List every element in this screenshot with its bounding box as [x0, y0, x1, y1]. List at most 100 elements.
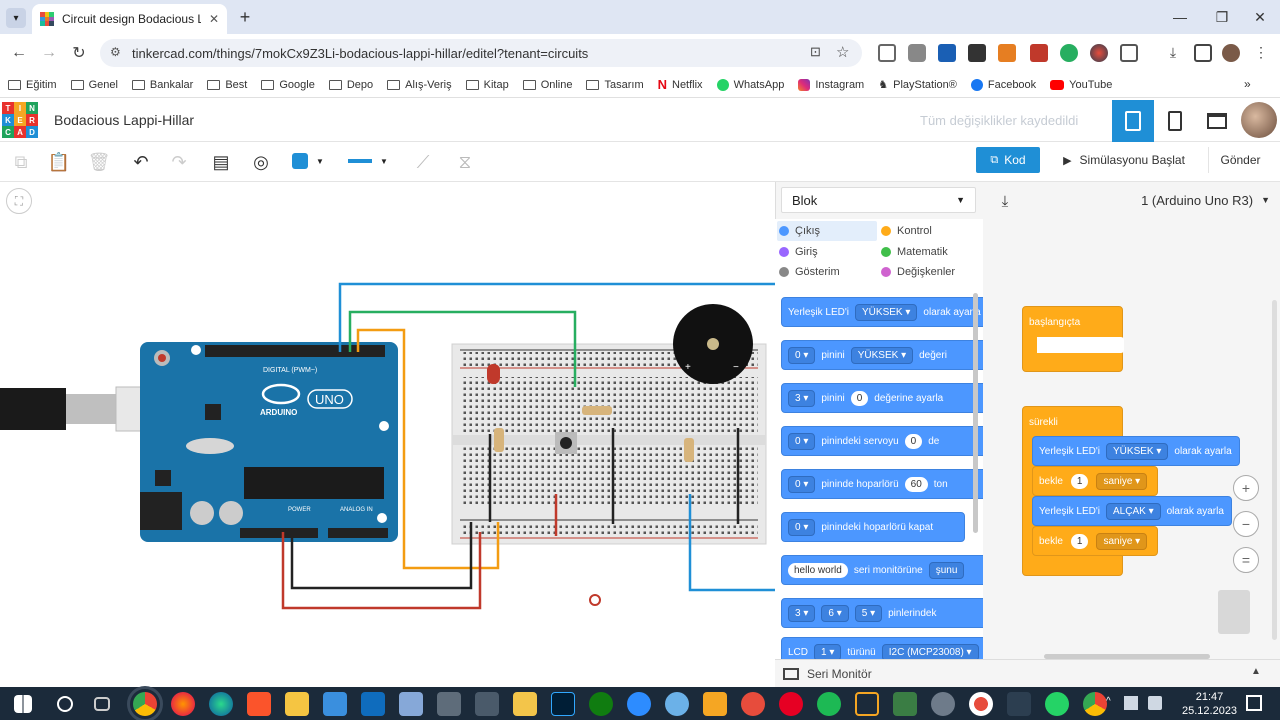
site-info-icon[interactable]: ⚙	[110, 45, 121, 59]
xbox-icon[interactable]	[589, 691, 613, 716]
circuit-view-button[interactable]	[1112, 100, 1154, 142]
category-cikis[interactable]: Çıkış	[779, 225, 820, 237]
close-window-button[interactable]: ✕	[1254, 8, 1266, 25]
extension-red-icon[interactable]	[1030, 44, 1048, 62]
more-bookmarks-icon[interactable]: »	[1244, 77, 1251, 91]
app-red-icon[interactable]	[741, 691, 765, 716]
script-hscrollbar[interactable]	[1044, 654, 1210, 659]
chrome-taskbar-icon[interactable]	[127, 685, 163, 720]
expand-icon[interactable]: ▲	[1251, 666, 1261, 677]
undo-icon[interactable]: ↶	[133, 151, 149, 172]
bookmark-best[interactable]: Best	[207, 79, 247, 91]
palette-block-rgb-pins[interactable]: 3 ▾ 6 ▾ 5 ▾ pinlerindek	[781, 598, 983, 628]
send-button[interactable]: Gönder	[1208, 147, 1272, 173]
on-start-block[interactable]: başlangıçta	[1022, 306, 1124, 372]
windows-start-icon[interactable]	[14, 694, 32, 713]
sidepanel-icon[interactable]	[1194, 44, 1212, 62]
file-explorer-icon[interactable]	[285, 691, 309, 716]
block-dropdown[interactable]: 0 ▾	[788, 346, 816, 364]
app-square-icon[interactable]	[855, 691, 879, 716]
extension-dark-icon[interactable]	[968, 44, 986, 62]
palette-scrollbar[interactable]	[973, 293, 978, 533]
search-icon[interactable]	[57, 695, 73, 712]
browser-tab[interactable]: Circuit design Bodacious Lappi-Hill ✕	[32, 4, 227, 34]
redo-icon[interactable]: ↷	[171, 151, 187, 172]
task-view-icon[interactable]	[94, 696, 110, 711]
extension-blue-icon[interactable]	[938, 44, 956, 62]
serial-monitor-bar[interactable]: Seri Monitör ▲	[775, 659, 1280, 687]
schematic-view-button[interactable]	[1154, 100, 1196, 142]
calculator-icon[interactable]	[437, 691, 461, 716]
palette-block-lcd[interactable]: LCD 1 ▾ türünü I2C (MCP23008) ▾	[781, 637, 983, 659]
palette-block-digital-write[interactable]: 0 ▾ pinini YÜKSEK ▾ değeri	[781, 340, 983, 370]
block-dropdown[interactable]: 1 ▾	[814, 643, 842, 659]
spotify-icon[interactable]	[817, 691, 841, 716]
edge-icon[interactable]	[209, 691, 233, 716]
bookmark-bankalar[interactable]: Bankalar	[131, 79, 193, 91]
firefox-icon[interactable]	[171, 691, 195, 716]
bookmark-kitap[interactable]: Kitap	[465, 79, 509, 91]
block-dropdown[interactable]: ALÇAK ▾	[1106, 502, 1161, 520]
palette-block-servo[interactable]: 0 ▾ pinindeki servoyu 0 de	[781, 426, 983, 456]
block-dropdown[interactable]: şunu	[928, 561, 965, 579]
trash-icon[interactable]	[1218, 590, 1250, 634]
chrome-taskbar-icon-2[interactable]	[1083, 691, 1107, 716]
taskbar-clock[interactable]: 21:47 25.12.2023	[1182, 690, 1237, 718]
block-dropdown[interactable]: 3 ▾	[788, 604, 816, 622]
project-name[interactable]: Bodacious Lappi-Hillar	[54, 112, 195, 128]
install-app-icon[interactable]: ⊡	[810, 44, 821, 59]
photoshop-icon[interactable]	[551, 691, 575, 716]
bookmark-genel[interactable]: Genel	[70, 79, 118, 91]
bookmark-alisveris[interactable]: Alış-Veriş	[387, 79, 452, 91]
block-dropdown[interactable]: YÜKSEK ▾	[1106, 442, 1169, 460]
extension-green-icon[interactable]	[1060, 44, 1078, 62]
mail-icon[interactable]	[878, 44, 896, 62]
code-mode-select[interactable]: Blok ▼	[781, 187, 976, 213]
script-block-led-high[interactable]: Yerleşik LED'i YÜKSEK ▾ olarak ayarla	[1032, 436, 1240, 466]
device-select[interactable]: 1 (Arduino Uno R3) ▼	[1120, 187, 1270, 213]
palette-block-speaker-off[interactable]: 0 ▾ pinindeki hoparlörü kapat	[781, 512, 965, 542]
bookmark-depo[interactable]: Depo	[328, 79, 373, 91]
extension-orange-icon[interactable]	[998, 44, 1016, 62]
app-dark-icon[interactable]	[1007, 691, 1031, 716]
bookmark-online[interactable]: Online	[522, 79, 572, 91]
brave-icon[interactable]	[247, 691, 271, 716]
wire-color-picker[interactable]: ▼	[292, 152, 336, 170]
code-button[interactable]: ⧉ Kod	[976, 147, 1040, 173]
copy-icon[interactable]: ⧉	[14, 151, 28, 172]
block-dropdown[interactable]: 6 ▾	[821, 604, 849, 622]
script-block-wait-1[interactable]: bekle 1 saniye ▾	[1032, 466, 1158, 496]
zoom-icon[interactable]	[627, 691, 651, 716]
start-simulation-button[interactable]: ▶ Simülasyonu Başlat	[1048, 147, 1200, 173]
network-icon[interactable]	[1124, 696, 1138, 710]
category-kontrol[interactable]: Kontrol	[881, 225, 932, 237]
camera-icon[interactable]	[908, 44, 926, 62]
whatsapp-taskbar-icon[interactable]	[1045, 691, 1069, 716]
delete-icon[interactable]: 🗑	[87, 151, 111, 172]
block-number-input[interactable]: 60	[904, 476, 928, 492]
bookmark-facebook[interactable]: Facebook	[970, 78, 1036, 91]
settings-icon[interactable]	[931, 691, 955, 716]
script-block-led-low[interactable]: Yerleşik LED'i ALÇAK ▾ olarak ayarla	[1032, 496, 1232, 526]
unit-dropdown[interactable]: saniye ▾	[1096, 532, 1148, 550]
palette-block-analog-write[interactable]: 3 ▾ pinini 0 değerine ayarla	[781, 383, 983, 413]
paint-icon[interactable]	[665, 691, 689, 716]
palette-block-serial-print[interactable]: hello world seri monitörüne şunu	[781, 555, 983, 585]
block-dropdown[interactable]: 3 ▾	[788, 389, 816, 407]
block-dropdown[interactable]: 0 ▾	[788, 475, 816, 493]
inspector-icon[interactable]: ◎	[253, 151, 269, 172]
pen-icon[interactable]	[399, 691, 423, 716]
pinterest-icon[interactable]	[779, 691, 803, 716]
extension-color-icon[interactable]	[1090, 44, 1108, 62]
new-tab-button[interactable]: +	[239, 6, 251, 27]
camera-app-icon[interactable]	[475, 691, 499, 716]
category-degiskenler[interactable]: Değişkenler	[881, 266, 955, 278]
record-icon[interactable]	[969, 691, 993, 716]
browser-menu-icon[interactable]: ⋮	[1254, 44, 1268, 60]
palette-block-speaker-tone[interactable]: 0 ▾ pininde hoparlörü 60 ton	[781, 469, 983, 499]
palette-block-led[interactable]: Yerleşik LED'i YÜKSEK ▾ olarak ayarla	[781, 297, 983, 327]
component-list-button[interactable]	[1196, 100, 1238, 142]
store-icon[interactable]	[323, 691, 347, 716]
volume-icon[interactable]	[1148, 696, 1162, 710]
wire-type-picker[interactable]: ▼	[348, 152, 396, 170]
